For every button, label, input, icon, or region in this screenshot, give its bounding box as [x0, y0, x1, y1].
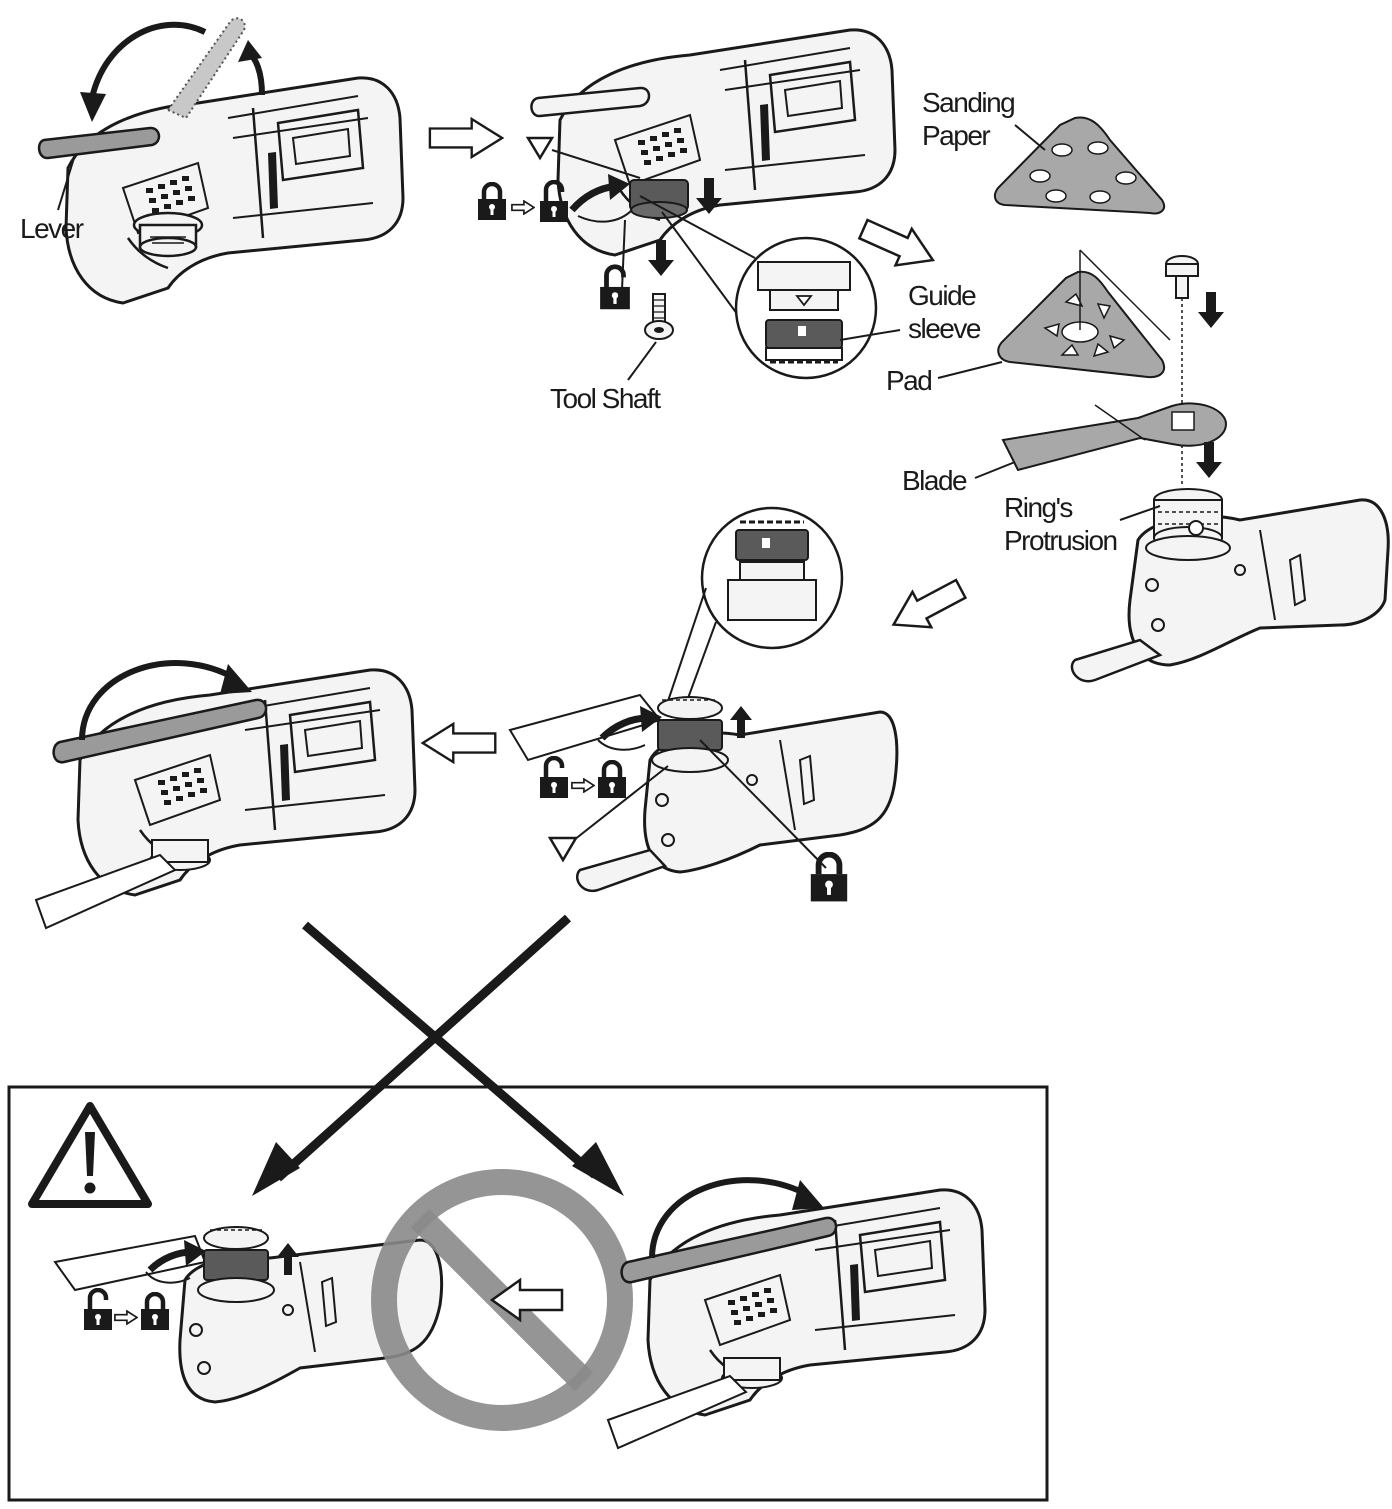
warning-icon [28, 1102, 152, 1208]
sanding-paper-label-line2: Paper [922, 120, 990, 151]
pad-label: Pad [886, 365, 931, 396]
lock-icon [598, 762, 626, 798]
step-arrow-3 [884, 571, 970, 642]
close-arc-arrow [649, 1177, 812, 1259]
blade-label: Blade [902, 465, 967, 496]
unlock-icon [600, 267, 630, 310]
down-arrow-icon [648, 240, 674, 276]
step-unlock-sleeve: Tool Shaft Guide sleeve [478, 28, 982, 414]
lever-label: Lever [20, 213, 84, 244]
step-arrow-1 [428, 117, 504, 159]
small-arrow-icon [511, 200, 535, 215]
prohibited-icon [371, 1169, 633, 1431]
lever-open-ghost [166, 17, 246, 120]
lever-closed [37, 126, 161, 160]
multi-tool-body-upright [1070, 488, 1390, 683]
tool-shaft [644, 293, 674, 340]
lock-icon [811, 855, 847, 902]
triangle-mark-icon [525, 136, 555, 161]
lever-closed [620, 1216, 838, 1284]
rings-protrusion-label-line2: Protrusion [1004, 525, 1117, 556]
lock-icon [478, 184, 506, 220]
lock-icon [141, 1294, 169, 1330]
lever-closed [52, 698, 268, 764]
sanding-paper-label-line1: Sanding [922, 87, 1014, 118]
down-arrow-icon [1196, 442, 1222, 478]
warning-box [7, 1085, 1049, 1502]
guide-sleeve-label-line2: sleeve [908, 313, 981, 344]
multi-tool-body [64, 76, 405, 305]
clamp-head [132, 211, 204, 258]
open-arc-arrow [89, 21, 207, 99]
step-close-lever [34, 660, 417, 930]
lever-open [530, 86, 651, 118]
guide-sleeve-detail-callout [734, 236, 878, 380]
sanding-paper [993, 116, 1166, 215]
step-arrow-4 [421, 722, 497, 764]
blade [1001, 402, 1228, 472]
guide-sleeve-locked-callout [700, 506, 844, 650]
rings-protrusion-label-line1: Ring's [1004, 492, 1072, 523]
step-arrow-2 [855, 211, 941, 278]
tool-shaft-top [1165, 255, 1199, 299]
step-attach-accessory: Sanding Paper Pad Blade [886, 87, 1390, 683]
triangle-mark-icon [547, 836, 579, 863]
close-arc-arrow [79, 660, 240, 741]
down-arrow-icon [1198, 292, 1224, 328]
unlock-icon [540, 182, 568, 222]
step-lock-sleeve [508, 506, 899, 902]
small-arrow-icon [571, 778, 595, 793]
incorrect-sequence-cross [252, 914, 624, 1196]
step-open-lever: Lever [20, 17, 405, 305]
tool-shaft-label: Tool Shaft [550, 383, 661, 414]
guide-sleeve [657, 719, 723, 751]
small-arrow-icon [114, 1310, 138, 1325]
unlock-icon [540, 758, 568, 798]
unlock-icon [84, 1290, 112, 1330]
guide-sleeve-label-line1: Guide [908, 280, 976, 311]
